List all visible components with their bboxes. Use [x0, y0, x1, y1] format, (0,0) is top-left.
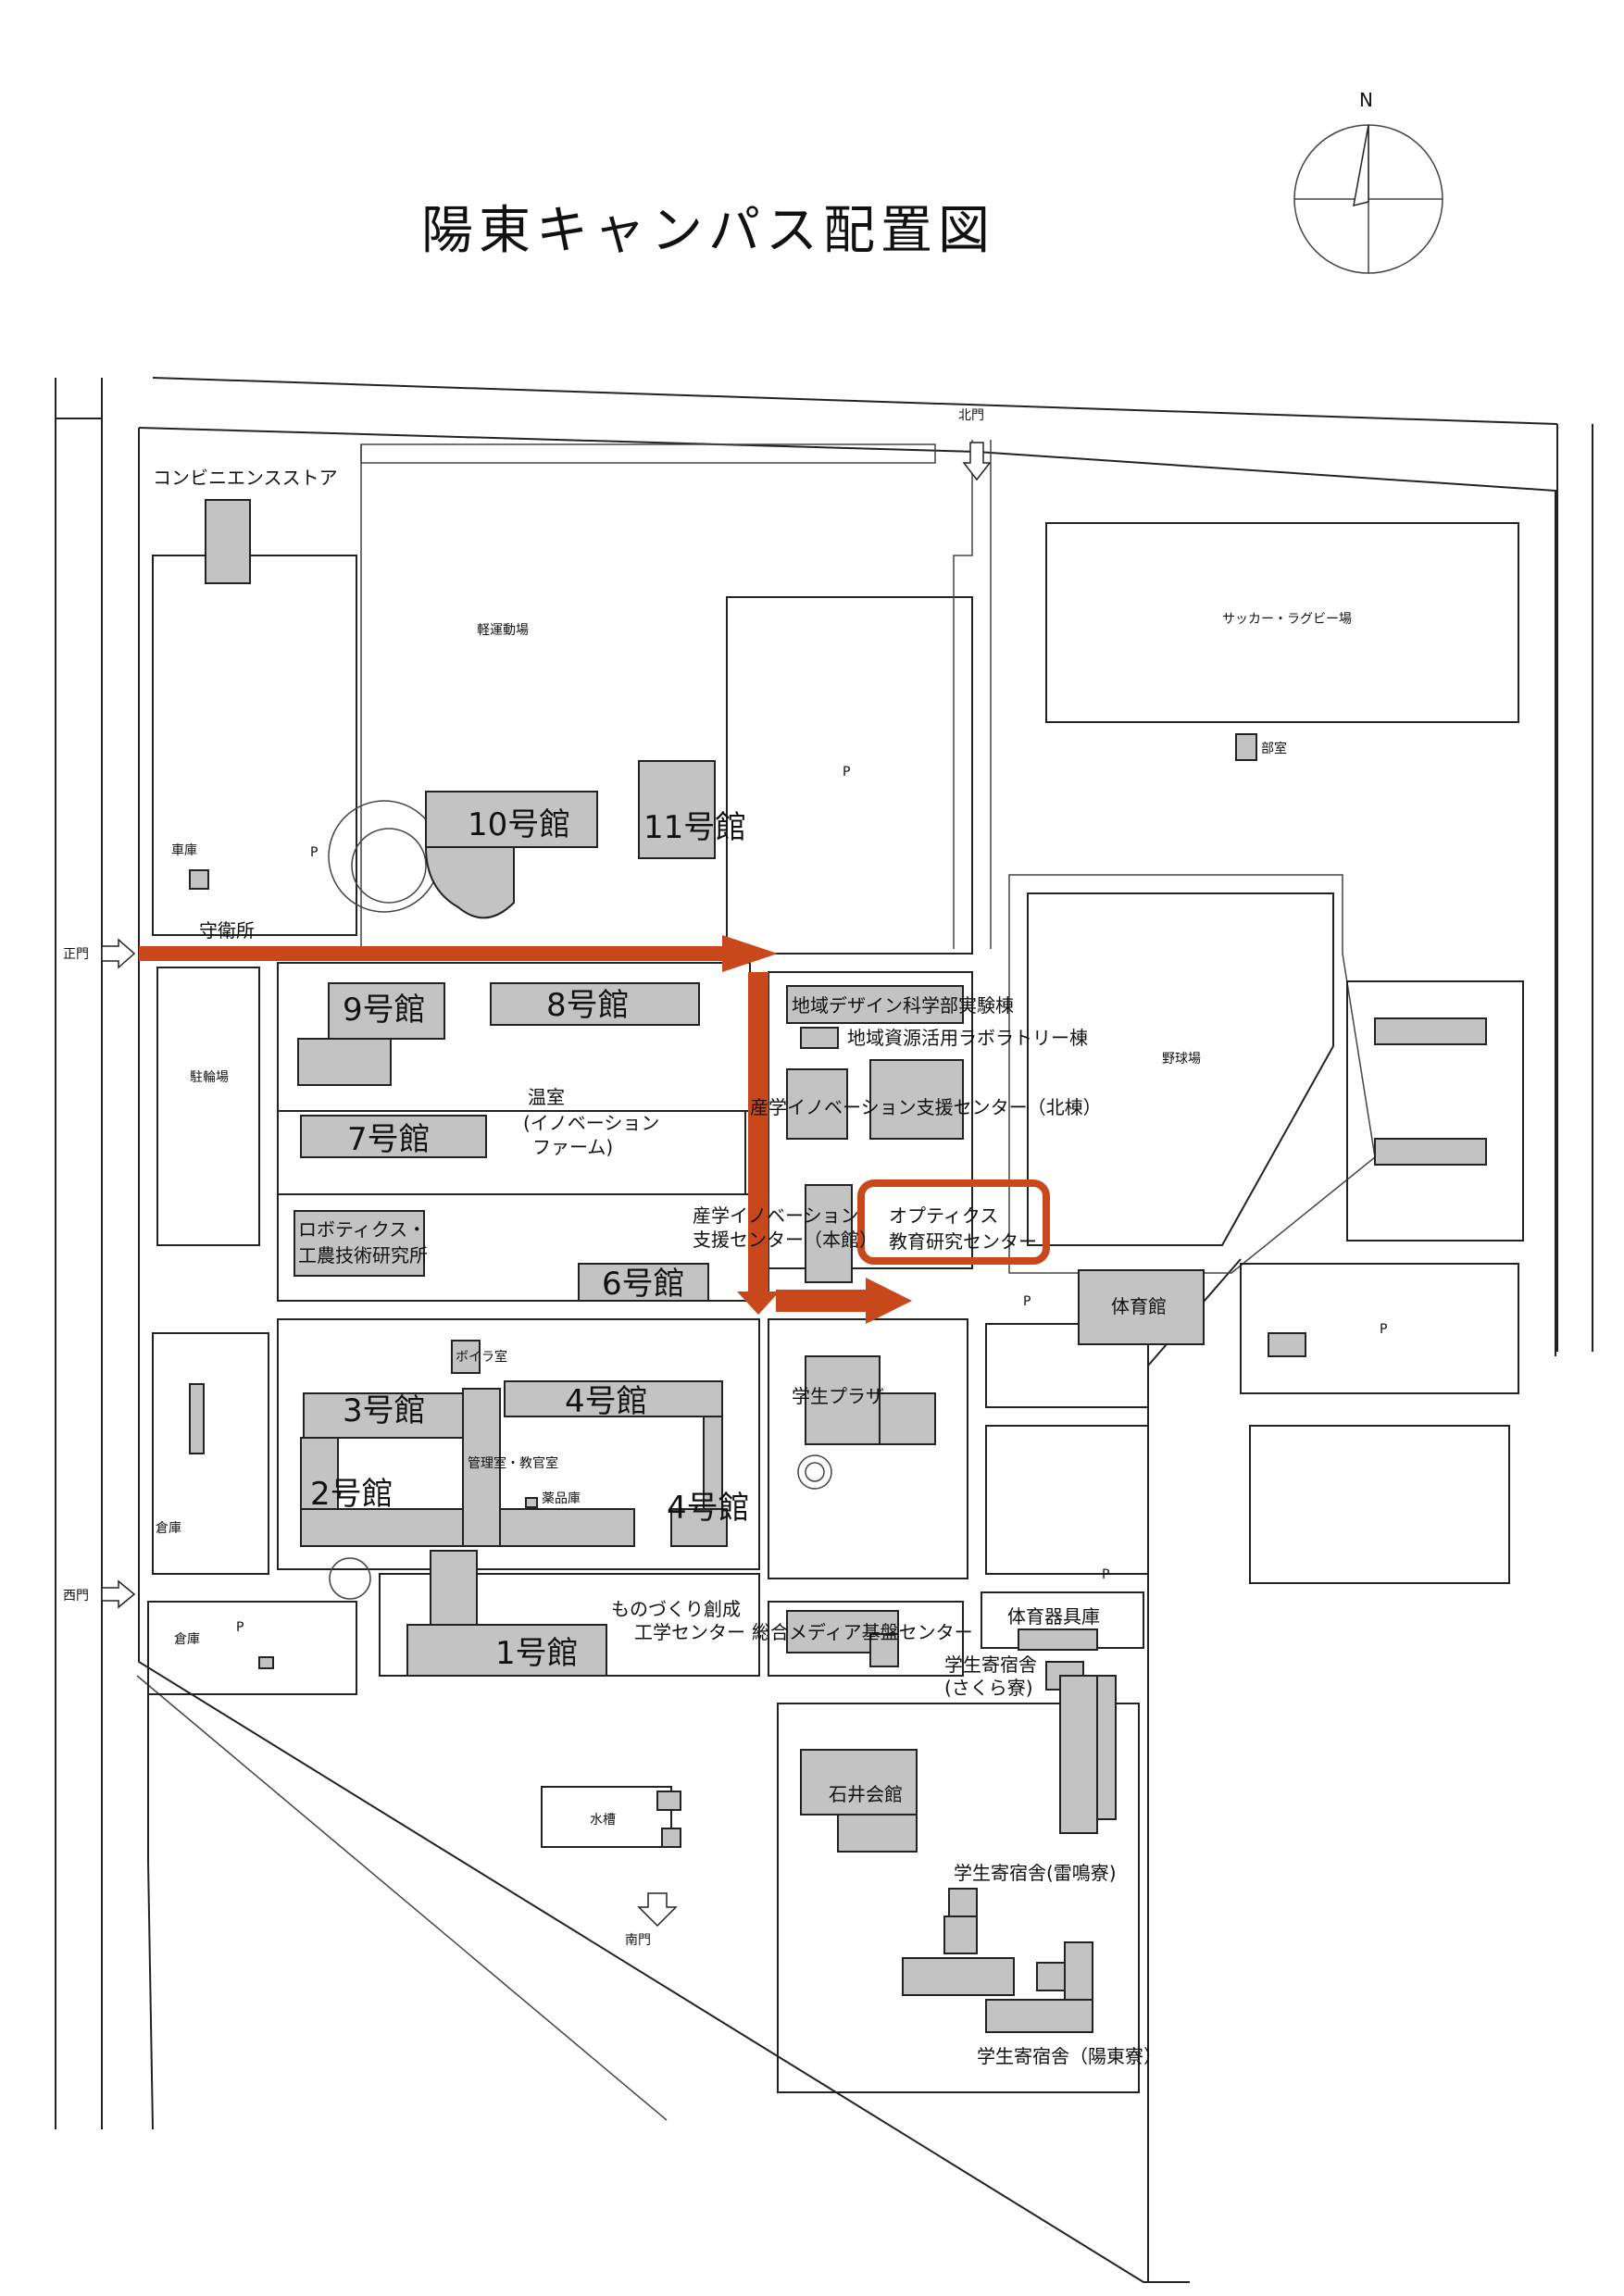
- souko-label-2: 倉庫: [174, 1631, 200, 1647]
- main-gate-label: 正門: [63, 947, 89, 962]
- robotics-label-1: ロボティクス・: [298, 1218, 426, 1241]
- boiler-building: [451, 1340, 481, 1374]
- parking-label-3: P: [1023, 1294, 1031, 1309]
- gym-label: 体育館: [1111, 1295, 1167, 1317]
- interior-blocks: [147, 440, 1524, 2093]
- sangaku-north-label: 産学イノベーション支援センター（北棟）: [750, 1096, 1102, 1118]
- admin-label: 管理室・教官室: [468, 1455, 558, 1471]
- gym-storage-label: 体育器具庫: [1007, 1605, 1100, 1628]
- raimei-dorm-building: [943, 1915, 978, 1954]
- onshitsu-label-1: 温室: [528, 1086, 565, 1108]
- compass-north-label: N: [1359, 89, 1373, 111]
- youtou-label: 学生寄宿舎（陽東寮）: [977, 2045, 1162, 2067]
- gym-building: [1078, 1269, 1205, 1345]
- bukan-label: 部室: [1261, 741, 1287, 756]
- building-4-label-bottom: 4号館: [667, 1490, 750, 1527]
- building-10-label: 10号館: [468, 806, 570, 843]
- north-gate-label: 北門: [958, 408, 984, 423]
- sakura-label-1: 学生寄宿舎: [944, 1653, 1037, 1676]
- chem-building: [525, 1497, 538, 1508]
- region-lab-label: 地域資源活用ラボラトリー棟: [847, 1027, 1088, 1049]
- monozukuri-label-2: 工学センター: [634, 1621, 745, 1643]
- conv-store-building: [205, 499, 251, 584]
- building-3-label: 3号館: [343, 1392, 426, 1429]
- route: [139, 935, 1050, 1324]
- onshitsu-label-3: ファーム): [532, 1136, 613, 1158]
- map-title: 陽東キャンパス配置図: [421, 201, 995, 261]
- optics-label-1: オプティクス: [889, 1204, 998, 1227]
- optics-label-2: 教育研究センター: [889, 1230, 1037, 1253]
- region-design-label: 地域デザイン科学部実験棟: [792, 994, 1014, 1017]
- parking-label-2: P: [310, 845, 318, 860]
- building-2-label: 2号館: [310, 1476, 394, 1513]
- monozukuri-label-1: ものづくり創成: [611, 1598, 741, 1620]
- guard-label: 守衛所: [199, 919, 255, 942]
- conv-store-label: コンビニエンスストア: [153, 467, 338, 489]
- outer-roads: [55, 377, 1593, 2283]
- building-labels: 10号館 11号館 9号館 8号館 7号館 6号館 3号館 4号館 2号館 4号…: [310, 806, 750, 1672]
- building-1-label: 1号館: [495, 1635, 579, 1672]
- parking-label-6: P: [236, 1620, 244, 1635]
- raimei-label: 学生寄宿舎(雷鳴寮): [954, 1862, 1117, 1884]
- west-gate-label: 西門: [63, 1589, 89, 1603]
- media-label: 総合メディア基盤センター: [752, 1621, 973, 1643]
- onshitsu-label-2: (イノベーション: [523, 1112, 659, 1134]
- destination-highlight: [857, 1179, 1050, 1265]
- building-8-label: 8号館: [546, 987, 630, 1024]
- south-gate-label: 南門: [625, 1933, 651, 1948]
- bicycle-label: 駐輪場: [190, 1069, 229, 1085]
- souko-label-1: 倉庫: [156, 1520, 181, 1536]
- chem-label: 薬品庫: [542, 1491, 581, 1506]
- building-9-label: 9号館: [343, 992, 426, 1029]
- light-field-label: 軽運動場: [477, 623, 529, 638]
- building-11-label: 11号館: [643, 809, 746, 846]
- sangaku-main-label-1: 産学イノベーション: [693, 1204, 859, 1227]
- sakura-dorm-building: [1059, 1675, 1098, 1834]
- building-7-label: 7号館: [347, 1121, 431, 1158]
- water-tank-label: 水槽: [590, 1813, 616, 1828]
- building-4-bottom: [670, 1508, 728, 1547]
- soccer-label: サッカー・ラグビー場: [1222, 612, 1352, 627]
- buildings: [189, 499, 1487, 2033]
- parking-label-4: P: [1380, 1322, 1387, 1337]
- sangaku-main-building: [805, 1184, 853, 1283]
- plaza-label: 学生プラザ: [792, 1385, 884, 1407]
- youtou-dorm-building: [985, 1999, 1093, 2033]
- building-7: [300, 1115, 487, 1158]
- boiler-label: ボイラ室: [456, 1349, 507, 1365]
- building-9: [297, 1038, 392, 1086]
- building-6: [578, 1263, 709, 1302]
- baseball-label: 野球場: [1162, 1052, 1201, 1067]
- building-8: [490, 982, 700, 1026]
- gym-storage-building: [1018, 1628, 1098, 1651]
- robotics-label-2: 工農技術研究所: [298, 1244, 428, 1267]
- building-11: [638, 760, 716, 859]
- sangaku-main-label-2: 支援センター（本館）: [693, 1229, 878, 1251]
- ishii-building: [800, 1749, 918, 1816]
- sakura-label-2: (さくら寮): [944, 1677, 1033, 1699]
- building-10: [424, 846, 515, 919]
- gate-arrows: [101, 442, 992, 1928]
- ishii-label: 石井会館: [829, 1783, 903, 1805]
- building-4-label-top: 4号館: [565, 1383, 648, 1420]
- region-design-building: [786, 985, 964, 1024]
- bukan-building: [1235, 733, 1257, 761]
- building-6-label: 6号館: [602, 1266, 685, 1303]
- sangaku-north-building: [869, 1059, 964, 1140]
- compass: N: [1293, 89, 1443, 274]
- plaza-building: [805, 1355, 881, 1445]
- place-labels: コンビニエンスストア 軽運動場 サッカー・ラグビー場 部室 P P P P P …: [63, 408, 1387, 2067]
- shako-label: 車庫: [171, 842, 197, 858]
- robotics-building: [294, 1210, 425, 1277]
- building-1: [406, 1624, 607, 1677]
- parking-label-1: P: [843, 765, 850, 780]
- building-4-top: [504, 1380, 723, 1417]
- parking-label-5: P: [1102, 1567, 1109, 1582]
